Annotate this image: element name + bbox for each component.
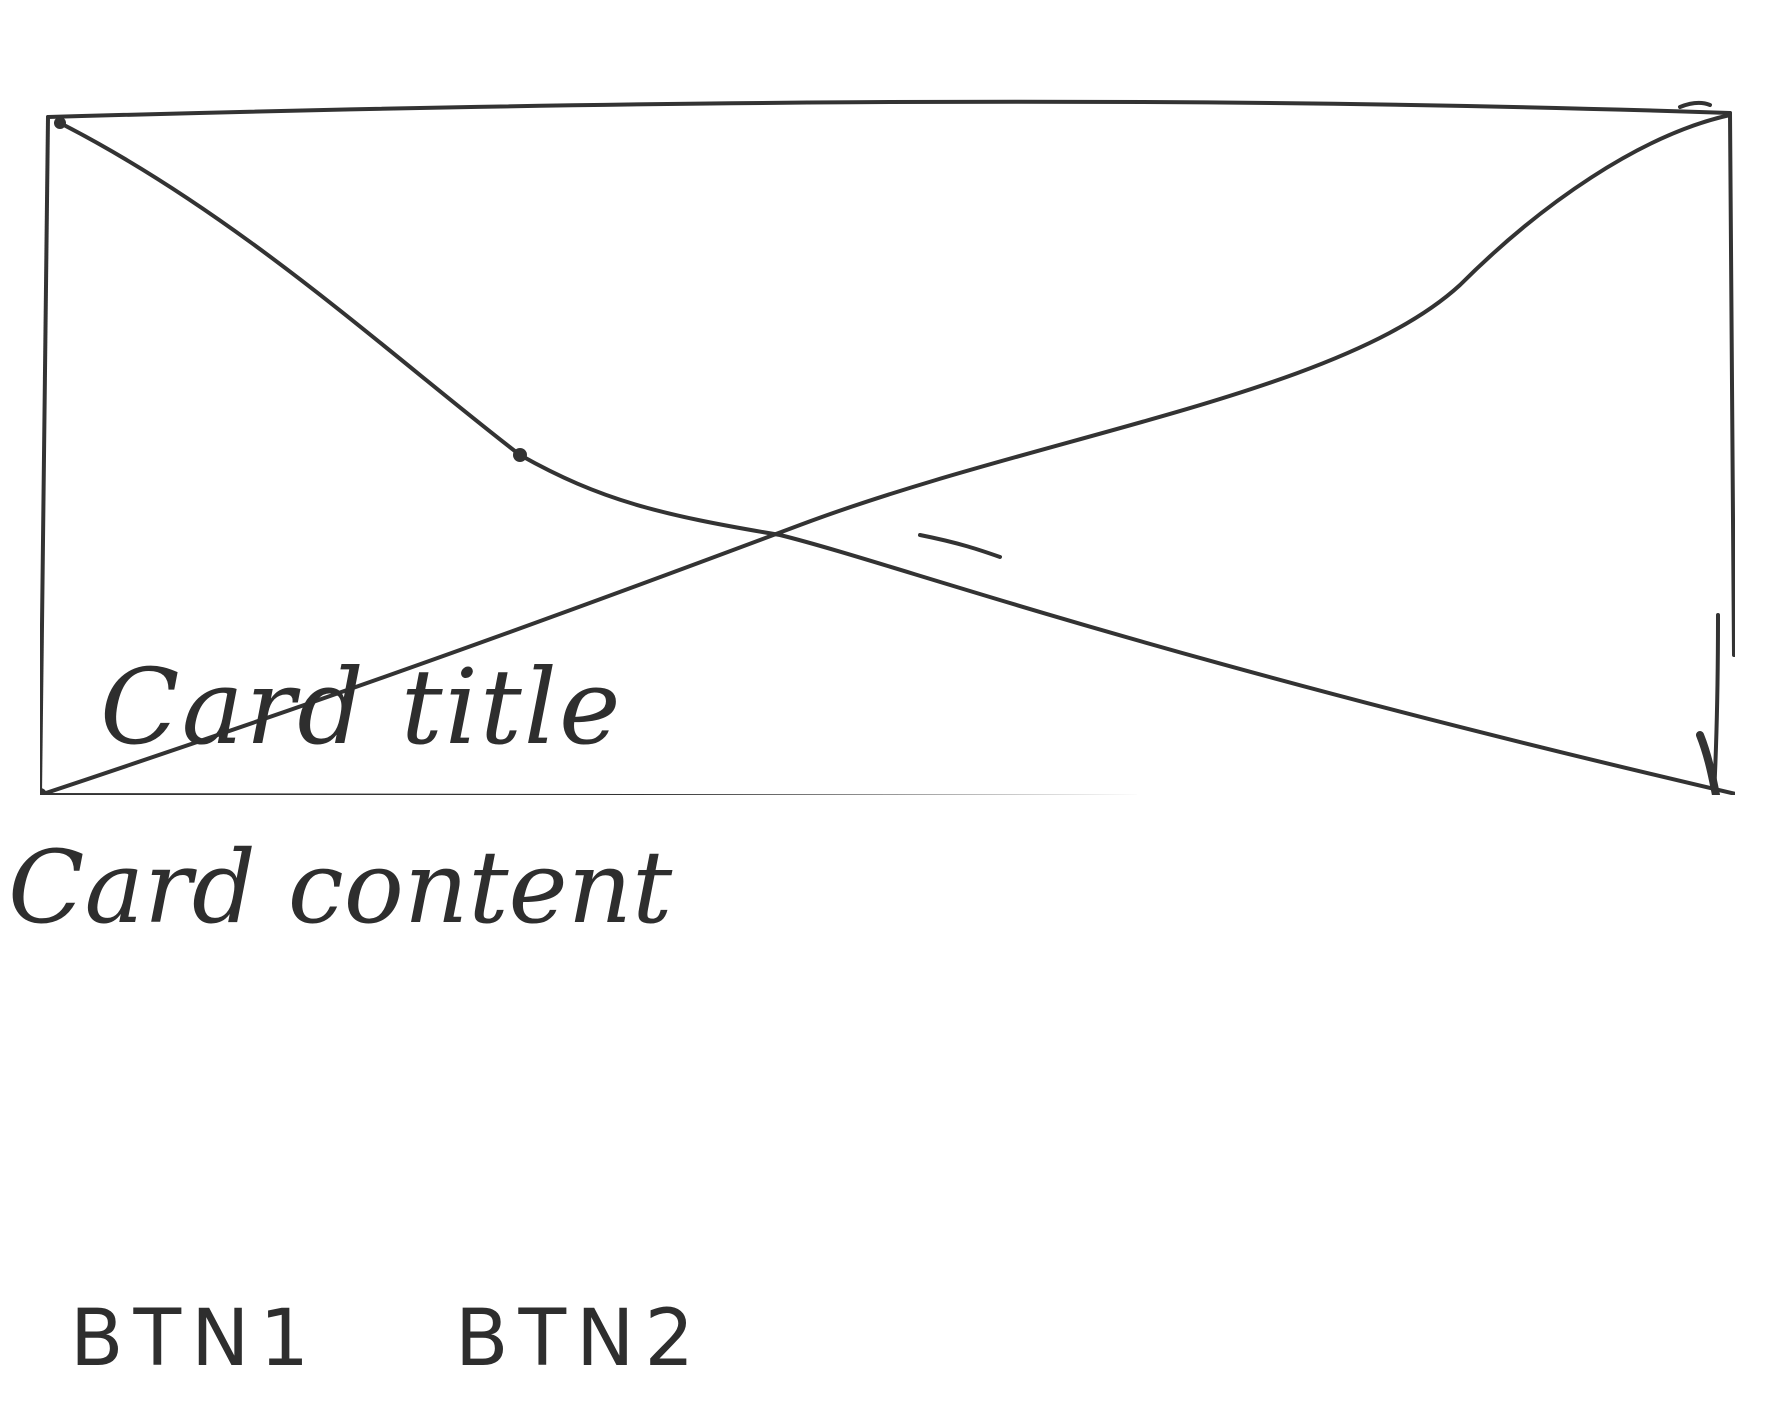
image-placeholder-icon xyxy=(33,95,1742,802)
card-content: Card content xyxy=(8,829,673,946)
card-title: Card title xyxy=(100,646,623,768)
button-1[interactable]: BTN1 xyxy=(70,1294,320,1384)
button-2[interactable]: BTN2 xyxy=(455,1294,705,1384)
image-placeholder-sketch xyxy=(33,99,1742,802)
